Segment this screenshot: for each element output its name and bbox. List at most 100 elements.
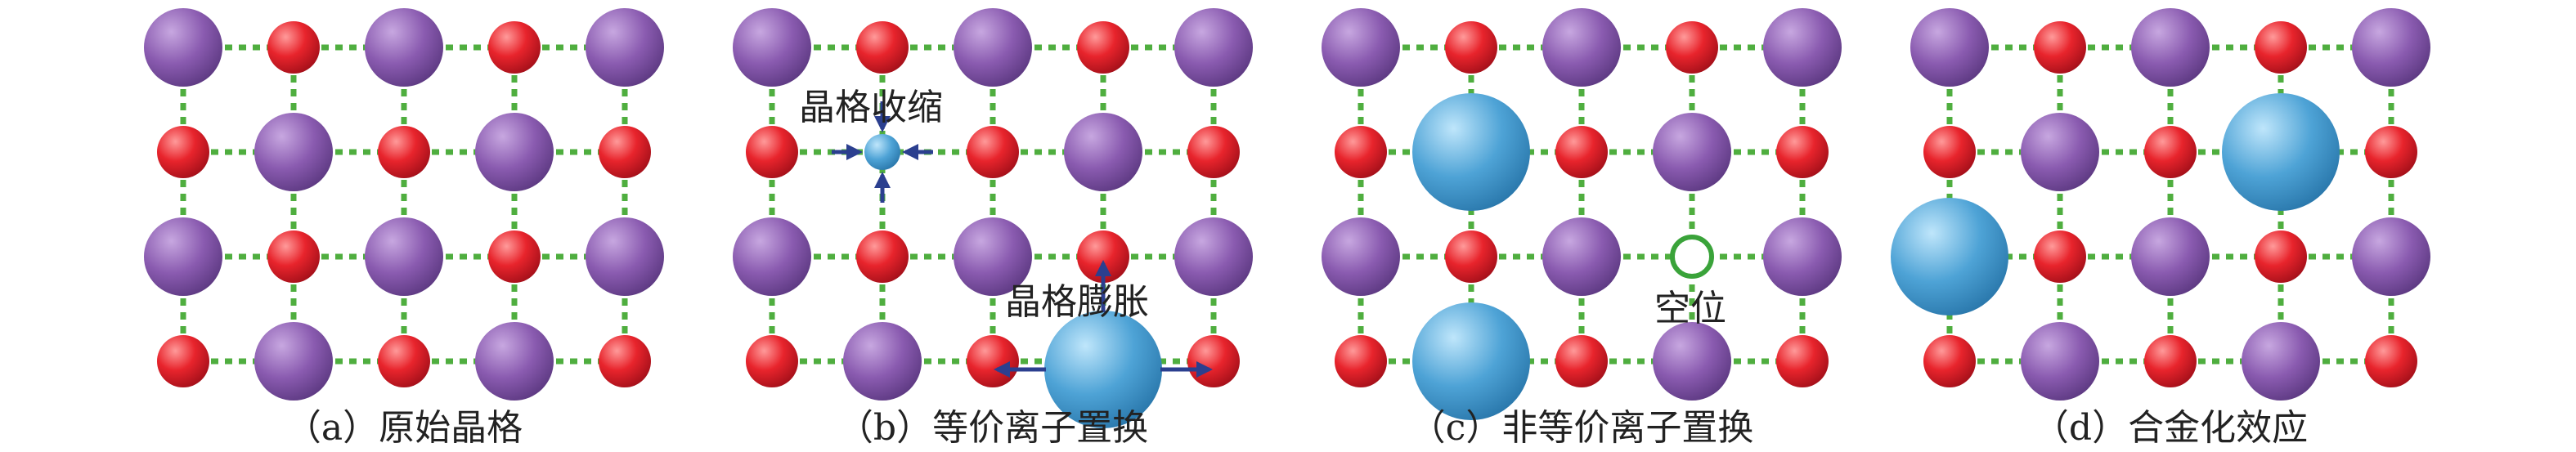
purple-atom (1174, 8, 1253, 87)
atoms (1891, 8, 2430, 401)
red-atom (2255, 230, 2307, 283)
atoms (733, 8, 1253, 428)
red-atom (856, 230, 909, 283)
purple-atom (365, 8, 443, 87)
red-atom (267, 230, 320, 283)
bonds (1946, 44, 2394, 365)
purple-atom (2021, 322, 2099, 401)
red-atom (1335, 126, 1387, 178)
annotation-shrink: 晶格收缩 (799, 87, 943, 203)
purple-atom (1763, 8, 1842, 87)
purple-atom (2352, 8, 2430, 87)
red-atom (1077, 21, 1129, 74)
red-atom (599, 335, 651, 387)
annotation-vacancy: 空位 (1654, 288, 1726, 329)
red-atom (2365, 335, 2417, 387)
blue-atom-large (1412, 302, 1530, 420)
red-atom (157, 335, 209, 387)
red-atom (488, 21, 541, 74)
red-atom (1335, 335, 1387, 387)
purple-atom (1910, 8, 1989, 87)
red-atom (856, 21, 909, 74)
purple-atom (1322, 8, 1400, 87)
purple-atom (144, 217, 222, 296)
red-atom (1187, 335, 1240, 387)
blue-atom-large (1044, 311, 1162, 428)
panel-c: 空位 （c）非等价离子置换 (1322, 8, 1842, 449)
panel-caption: （b）等价离子置换 (837, 407, 1148, 449)
annotation-expand: 晶格膨胀 (994, 260, 1213, 378)
panel-d: （d）合金化效应 (1891, 8, 2430, 449)
purple-atom (954, 217, 1032, 296)
red-atom (2365, 126, 2417, 178)
panel-a: （a）原始晶格 (144, 8, 664, 449)
purple-atom (2131, 8, 2210, 87)
purple-atom (586, 8, 664, 87)
purple-atom (2131, 217, 2210, 296)
bonds (1358, 44, 1806, 365)
purple-atom (475, 113, 554, 191)
blue-atom-large (1891, 198, 2008, 316)
purple-atom (2021, 113, 2099, 191)
panel-caption: （a）原始晶格 (285, 407, 523, 449)
red-atom (746, 126, 798, 178)
vacancy-label: 空位 (1654, 288, 1726, 329)
red-atom (1923, 335, 1976, 387)
purple-atom (1322, 217, 1400, 296)
purple-atom (954, 8, 1032, 87)
purple-atom (2242, 322, 2320, 401)
red-atom (1923, 126, 1976, 178)
red-atom (967, 335, 1019, 387)
purple-atom (1542, 217, 1621, 296)
red-atom (488, 230, 541, 283)
atoms (144, 8, 664, 401)
red-atom (1077, 230, 1129, 283)
red-atom (1666, 21, 1718, 74)
expand-label: 晶格膨胀 (1005, 281, 1149, 323)
purple-atom (254, 322, 333, 401)
red-atom (1445, 21, 1497, 74)
purple-atom (733, 8, 811, 87)
red-atom (1445, 230, 1497, 283)
purple-atom (733, 217, 811, 296)
blue-atom-small (864, 134, 900, 170)
purple-atom (586, 217, 664, 296)
red-atom (378, 335, 430, 387)
purple-atom (1174, 217, 1253, 296)
atoms (1322, 8, 1842, 420)
purple-atom (1653, 113, 1731, 191)
panel-caption: （d）合金化效应 (2033, 407, 2308, 449)
red-atom (378, 126, 430, 178)
red-atom (157, 126, 209, 178)
red-atom (1555, 335, 1608, 387)
red-atom (1555, 126, 1608, 178)
red-atom (267, 21, 320, 74)
blue-atom-large (1412, 93, 1530, 211)
vacancy (1670, 235, 1714, 279)
purple-atom (1763, 217, 1842, 296)
red-atom (1776, 335, 1829, 387)
purple-atom (1064, 113, 1142, 191)
purple-atom (843, 322, 922, 401)
purple-atom (475, 322, 554, 401)
purple-atom (365, 217, 443, 296)
purple-atom (144, 8, 222, 87)
purple-atom (254, 113, 333, 191)
panel-caption: （c）非等价离子置换 (1410, 407, 1754, 449)
red-atom (2255, 21, 2307, 74)
purple-atom (2352, 217, 2430, 296)
purple-atom (1542, 8, 1621, 87)
purple-atom (1653, 322, 1731, 401)
red-atom (746, 335, 798, 387)
blue-atom-large (2222, 93, 2340, 211)
red-atom (1776, 126, 1829, 178)
red-atom (967, 126, 1019, 178)
red-atom (1187, 126, 1240, 178)
red-atom (2034, 21, 2086, 74)
red-atom (599, 126, 651, 178)
red-atom (2144, 126, 2197, 178)
shrink-label: 晶格收缩 (799, 87, 943, 128)
red-atom (2144, 335, 2197, 387)
